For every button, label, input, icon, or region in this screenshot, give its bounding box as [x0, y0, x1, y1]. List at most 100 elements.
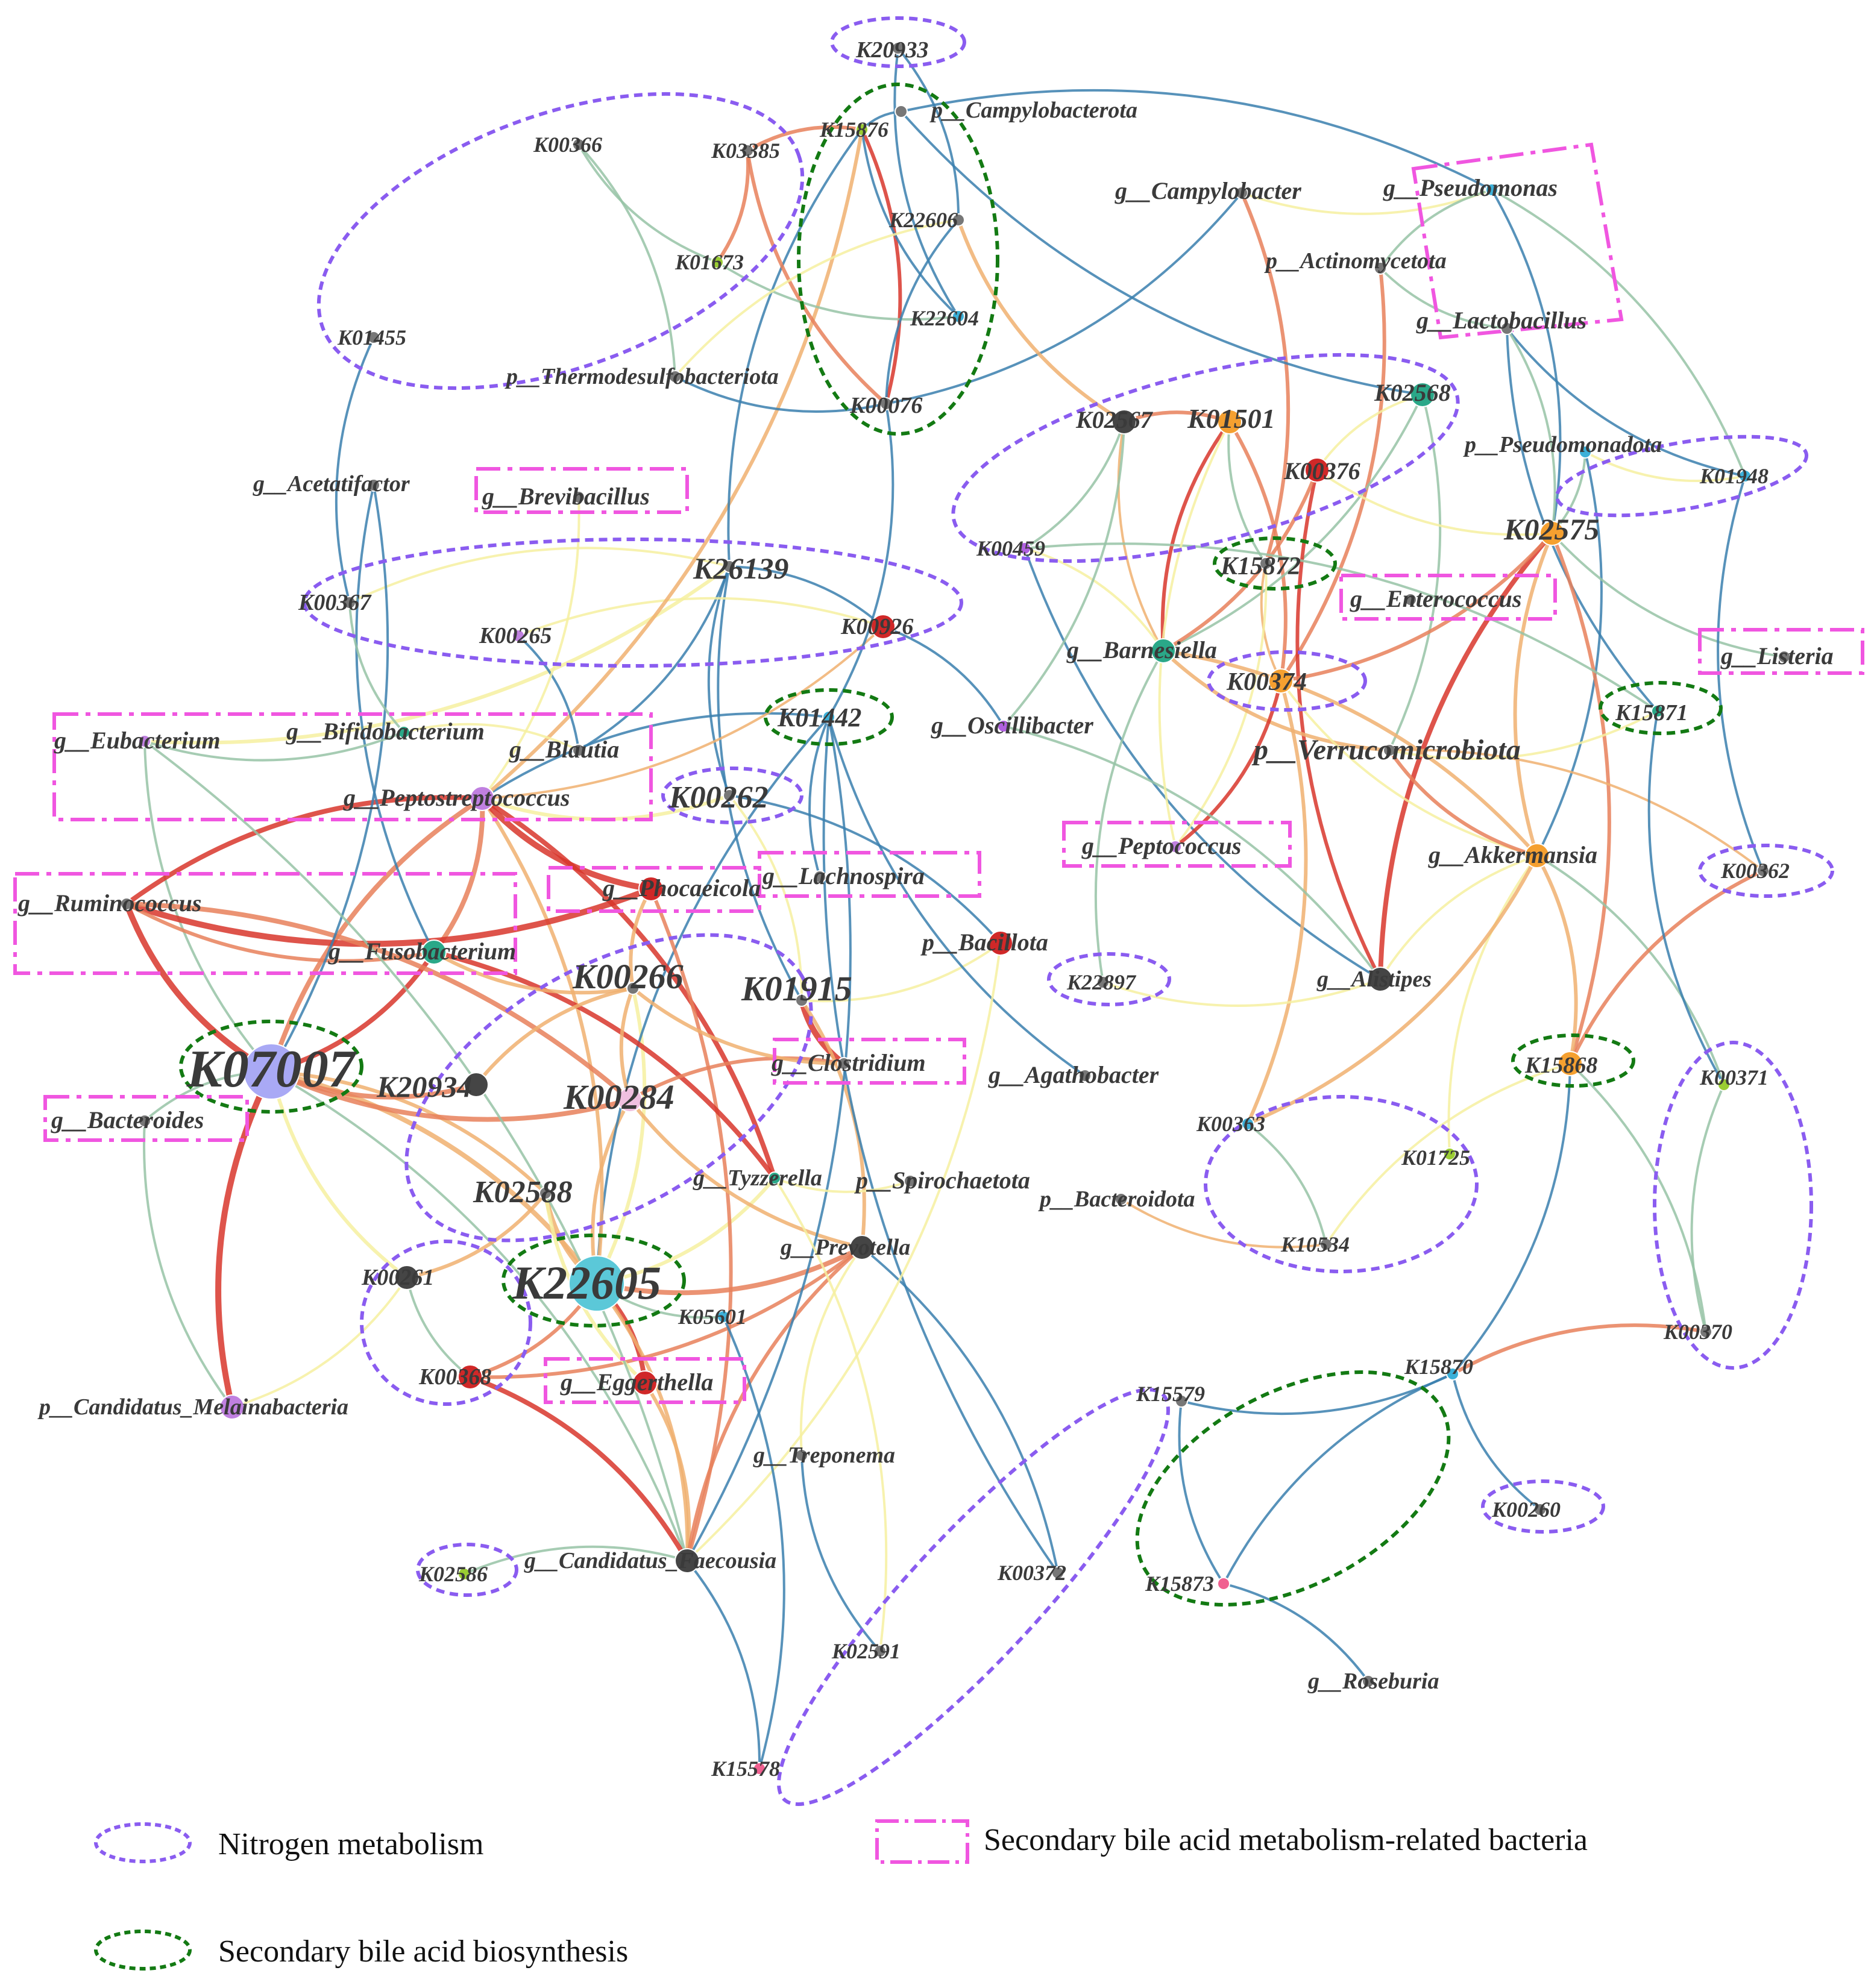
edge-K15876-K03385 [746, 125, 863, 152]
group-outline-nitrogen-K00260 [1481, 1479, 1605, 1534]
node-label-g_Bacteroides: g__Bacteroides [51, 1106, 204, 1134]
node-label-K07007: K07007 [186, 1040, 357, 1099]
group-outline-bile_bacteria-g_Brevibacillus [474, 467, 689, 514]
edge-K22605-g_Tyzzerella [596, 1177, 776, 1285]
legend-bile-biosynthesis-label: Secondary bile acid biosynthesis [218, 1934, 628, 1969]
edge-K00362-K15868 [1568, 869, 1764, 1065]
edge-K00266-g_Clostridium [632, 986, 844, 1066]
edge-K22605-K00266 [595, 988, 647, 1285]
edge-g_Campylobacter-K15872 [1240, 192, 1291, 564]
edge-p_Thermodesulfobacteriota-K22606 [674, 219, 959, 378]
group-outline-nitrogen-K15579-K15578 [777, 1388, 1170, 1806]
node-K00367 [343, 596, 356, 609]
edge-g_Pseudomonas-p_Actinomycetota [1379, 189, 1492, 269]
node-label-K01501: K01501 [1187, 403, 1275, 434]
edge-g_Tyzzerella-p_Spirochaetota [774, 1177, 911, 1193]
node-g_Agathobacter [1078, 1069, 1092, 1082]
node-g_Listeria [1778, 650, 1791, 663]
edge-K01673-K22604 [716, 261, 959, 321]
edge-K02567-K00459 [1023, 421, 1125, 550]
edge-g_Eubacterium-g_Bifidobacterium [144, 731, 404, 762]
edge-K02575-K00374 [1280, 532, 1554, 683]
node-K15876 [855, 123, 869, 136]
node-p_Spirochaetota [904, 1174, 917, 1188]
edge-g_Prevotella-K00368 [470, 1246, 863, 1379]
edge-g_Oscillibacter-K02567 [1002, 421, 1125, 727]
node-label-p_Thermodesulfobacteriota: p__Thermodesulfobacteriota [505, 364, 779, 389]
node-g_Treponema [795, 1449, 808, 1462]
group-outline-nitrogen-K00374 [1207, 650, 1367, 712]
node-label-g_Tyzzerella: g__Tyzzerella [693, 1165, 822, 1191]
legend-bile-bacteria-label: Secondary bile acid metabolism-related b… [984, 1823, 1588, 1857]
edge-K00374-K00363 [1246, 680, 1308, 1125]
edge-K01442-K00372 [822, 716, 1059, 1574]
edge-K00366-p_Thermodesulfobacteriota [577, 143, 676, 377]
edge-g_Candidatus_Faecousia-K02586 [464, 1545, 688, 1575]
edge-K26139-K00262 [707, 566, 731, 796]
edge-g_Prevotella-g_Treponema [799, 1246, 863, 1456]
edge-K07007-K00284 [270, 1069, 631, 1122]
edge-K15876-K22604 [861, 129, 960, 318]
node-label-p_Bacteroidota: p__Bacteroidota [1038, 1187, 1195, 1212]
group-outline-nitrogen-K00262 [661, 767, 803, 824]
node-label-K00261: K00261 [361, 1265, 434, 1290]
legend-nitrogen-label: Nitrogen metabolism [218, 1827, 483, 1861]
node-K22605 [568, 1255, 625, 1312]
edge-K02575-K15868 [1550, 532, 1611, 1064]
edge-K02575-g_Alistipes [1378, 531, 1555, 980]
edge-g_Akkermansia-g_Alistipes [1379, 854, 1538, 980]
edge-g_Eggerthella-g_Candidatus_Faecousia [643, 1382, 691, 1561]
group-outline-bile_bacteria-g_Eubacterium-g_Peptostreptococcus [52, 712, 653, 821]
node-label-K00265: K00265 [479, 623, 552, 648]
node-g_Bacteroides [138, 1114, 151, 1127]
group-outline-nitrogen-K20933 [830, 16, 966, 68]
edge-K00376-K02575 [1316, 469, 1553, 536]
group-outline-bile_biosynthesis-K15871 [1599, 681, 1723, 735]
edge-K26139-K00367 [349, 547, 730, 604]
node-K03385 [741, 144, 754, 157]
node-K02567 [1112, 409, 1137, 434]
edge-K03385-K01673 [715, 150, 750, 263]
edge-K00362-K01948 [1717, 475, 1764, 871]
edge-g_Pseudomonas-K01948 [1491, 189, 1746, 477]
node-K00459 [1018, 542, 1031, 555]
group-outline-bile_bacteria-g_Clostridium [773, 1038, 966, 1085]
edge-K26139-K00926 [729, 565, 884, 628]
edge-K02575-g_Listeria [1551, 532, 1785, 658]
node-K22897 [1096, 976, 1110, 989]
edge-g_Peptostreptococcus-K01442 [481, 712, 829, 800]
group-outline-nitrogen-K00362 [1698, 844, 1834, 898]
node-label-g_Eubacterium: g__Eubacterium [54, 727, 221, 754]
edge-K00367-g_Bifidobacterium [348, 602, 405, 733]
node-K15868 [1558, 1051, 1583, 1076]
node-label-K15871: K15871 [1615, 700, 1688, 726]
edge-K15876-g_Peptostreptococcus [481, 129, 864, 800]
group-outline-nitrogen-K00371-K00370 [1653, 1041, 1813, 1370]
group-outline-nitrogen-K22897 [1047, 952, 1171, 1006]
legend-bile-biosynthesis-swatch [94, 1930, 192, 1971]
group-outline-bile_biosynthesis-K07007 [179, 1020, 363, 1114]
node-g_Peptostreptococcus [470, 786, 495, 811]
node-K22606 [952, 213, 965, 227]
node-label-K22605: K22605 [512, 1256, 661, 1309]
edge-p_Thermodesulfobacteriota-K00076 [674, 375, 887, 413]
node-K02586 [457, 1567, 471, 1581]
node-label-K00362: K00362 [1720, 859, 1790, 883]
edge-K02575-g_Akkermansia [1513, 532, 1554, 856]
node-K02588 [539, 1187, 552, 1200]
node-label-g_Ruminococcus: g__Ruminococcus [17, 889, 201, 917]
edge-g_Alistipes-K22897 [1102, 978, 1381, 1007]
node-K00260 [1533, 1503, 1547, 1516]
edge-K15873-g_Roseburia [1223, 1582, 1369, 1682]
edge-K00374-g_Akkermansia [1280, 680, 1538, 857]
edge-g_Tyzzerella-K02591 [773, 1177, 888, 1652]
edge-g_Acetatifactor-g_Fusobacterium [355, 484, 435, 953]
edge-K00284-g_Prevotella [628, 1099, 863, 1249]
edge-g_Prevotella-g_Candidatus_Faecousia [685, 1246, 863, 1561]
node-g_Acetatifactor [367, 478, 380, 492]
node-label-K22604: K22604 [910, 306, 979, 330]
node-label-K00363: K00363 [1196, 1112, 1265, 1136]
node-K15870 [1446, 1367, 1459, 1381]
node-label-g_Brevibacillus: g__Brevibacillus [482, 483, 650, 510]
group-outline-bile_biosynthesis-K22605 [502, 1234, 686, 1328]
